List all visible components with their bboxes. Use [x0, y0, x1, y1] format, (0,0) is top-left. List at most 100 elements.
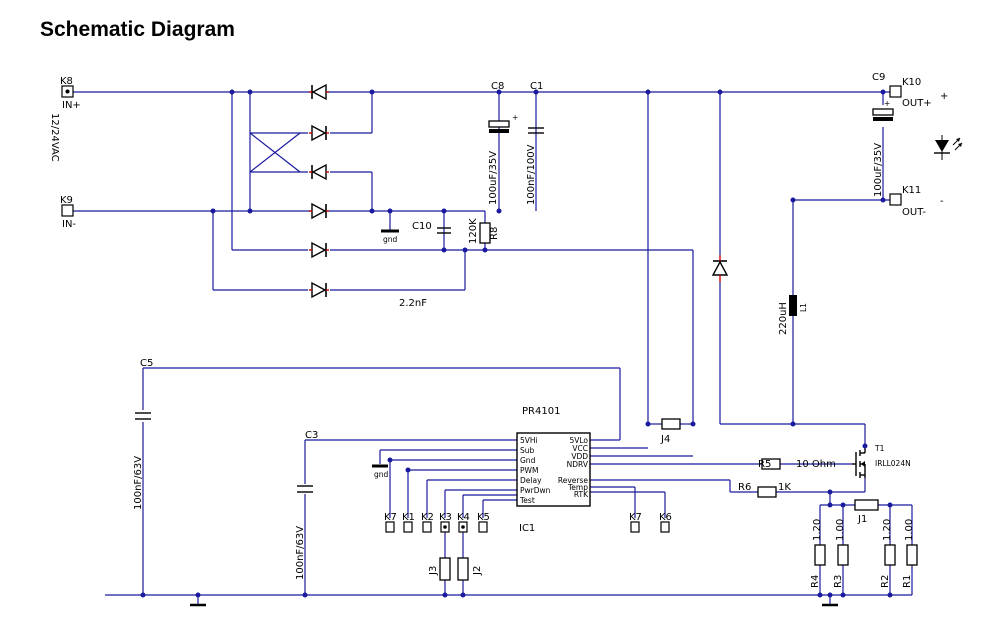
jumper-j4: J4	[660, 418, 681, 445]
r5-value: 10 Ohm	[796, 459, 836, 470]
resistor-r4: 1.20 R4	[810, 519, 826, 588]
in-minus-label: IN-	[62, 219, 76, 230]
r3-label: R3	[833, 575, 844, 588]
c10-value: 2.2nF	[399, 298, 427, 309]
resistor-r5: R5 10 Ohm	[758, 458, 836, 470]
k11-label: K11	[902, 185, 921, 196]
c3-label: C3	[305, 430, 318, 441]
j3-label: J3	[428, 566, 439, 576]
connector-k9: K9 IN-	[60, 195, 76, 230]
t1-label: T1	[874, 444, 885, 453]
test-point-k4: K4	[457, 512, 470, 533]
resistor-r1: 1.00 R1	[902, 519, 918, 588]
c5-value: 100nF/63V	[133, 456, 144, 510]
k10-label: K10	[902, 77, 921, 88]
connector-k11: K11 OUT- -	[889, 185, 944, 218]
junctions	[140, 89, 893, 598]
l1-value: 220uH	[778, 302, 789, 335]
c1-value: 100nF/100V	[526, 144, 537, 205]
test-point-label: K2	[421, 512, 434, 523]
connector-k8: K8 IN+	[60, 76, 81, 111]
ic-pin-5vhi: 5VHi	[520, 436, 538, 445]
r5-label: R5	[758, 459, 771, 470]
test-point-k2: K2	[421, 512, 434, 533]
ac-input-label: 12/24VAC	[49, 113, 60, 162]
ic-pin-rtk: RTK	[574, 490, 589, 499]
test-point-label: K3	[439, 512, 452, 523]
mosfet-t1: T1 IRLL024N	[852, 443, 911, 478]
test-point-label: K7	[629, 512, 642, 523]
test-point-k7: K7	[629, 512, 642, 533]
c8-value: 100uF/35V	[488, 151, 499, 205]
r1-label: R1	[902, 575, 913, 588]
inductor-l1: 220uH L1	[778, 295, 808, 335]
out-minus-label: OUT-	[902, 207, 926, 218]
c1-label: C1	[530, 81, 543, 92]
wires	[68, 91, 913, 605]
capacitor-c1: C1 100nF/100V	[526, 81, 544, 205]
ic-pin-vdd: VDD	[571, 452, 588, 461]
r3-value: 1.00	[835, 519, 846, 541]
gnd2-label: gnd	[374, 470, 389, 479]
ground-icon: gnd	[372, 464, 389, 479]
minus-sign: -	[940, 196, 944, 207]
capacitor-c5: C5 100nF/63V	[133, 358, 153, 510]
ic-pin-gnd: Gnd	[520, 456, 536, 465]
ic-pin-ndrv: NDRV	[567, 460, 589, 469]
test-points: K7 K1 K2 K3 K4 K5 K7 K6	[384, 512, 672, 533]
c10-label: C10	[412, 221, 432, 232]
r8-value: 120K	[468, 218, 479, 244]
test-point-k1: K1	[402, 512, 415, 533]
jumper-j3: J3	[428, 557, 451, 581]
test-point-k6: K6	[659, 512, 672, 533]
resistor-r8: 120K R8	[468, 218, 500, 244]
k9-label: K9	[60, 195, 73, 206]
ic-pin-temp: Temp	[567, 483, 588, 492]
bridge-diodes	[308, 84, 330, 298]
r6-value: 1K	[778, 482, 791, 493]
svg-text:+: +	[884, 99, 890, 108]
test-point-k3: K3	[439, 512, 452, 533]
ic-pin-pwm: PWM	[520, 466, 538, 475]
ic-pin-5vlo: 5VLo	[569, 436, 588, 445]
j2-label: J2	[472, 566, 483, 576]
resistor-r3: 1.00 R3	[833, 519, 849, 588]
r1-value: 1.00	[904, 519, 915, 541]
ic-pin-test: Test	[519, 496, 535, 505]
ic-pin-delay: Delay	[520, 476, 542, 485]
capacitor-c8: + C8 100uF/35V	[488, 81, 518, 205]
svg-text:+: +	[512, 113, 518, 122]
test-point-k5: K5	[477, 512, 490, 533]
led-icon	[934, 135, 963, 160]
connector-k10: K10 OUT+ +	[889, 77, 948, 109]
capacitor-c3: C3 100nF/63V	[295, 430, 318, 580]
c3-value: 100nF/63V	[295, 526, 306, 580]
jumper-j1: J1	[854, 499, 879, 525]
page-title: Schematic Diagram	[40, 18, 235, 41]
j1-label: J1	[857, 514, 867, 525]
r2-value: 1.20	[882, 519, 893, 541]
test-point-k7: K7	[384, 512, 397, 533]
ic-pr4101: PR4101 IC1 5VHiSubGndPWMDelayPwrDwnTest …	[516, 406, 591, 534]
r2-label: R2	[880, 575, 891, 588]
jumper-j2: J2	[457, 557, 483, 581]
ic-ref: IC1	[519, 523, 535, 534]
j4-label: J4	[660, 434, 670, 445]
capacitor-c9: + C9 100uF/35V	[872, 72, 894, 197]
l1-label: L1	[799, 303, 808, 312]
ground-icon: gnd	[381, 229, 399, 244]
ic-name: PR4101	[522, 406, 560, 417]
k8-label: K8	[60, 76, 73, 87]
c9-value: 100uF/35V	[873, 143, 884, 197]
plus-sign: +	[940, 91, 948, 102]
out-plus-label: OUT+	[902, 98, 932, 109]
r8-label: R8	[489, 227, 500, 240]
test-point-label: K1	[402, 512, 415, 523]
test-point-label: K5	[477, 512, 490, 523]
r6-label: R6	[738, 482, 751, 493]
c8-label: C8	[491, 81, 504, 92]
test-point-label: K4	[457, 512, 470, 523]
c5-label: C5	[140, 358, 153, 369]
